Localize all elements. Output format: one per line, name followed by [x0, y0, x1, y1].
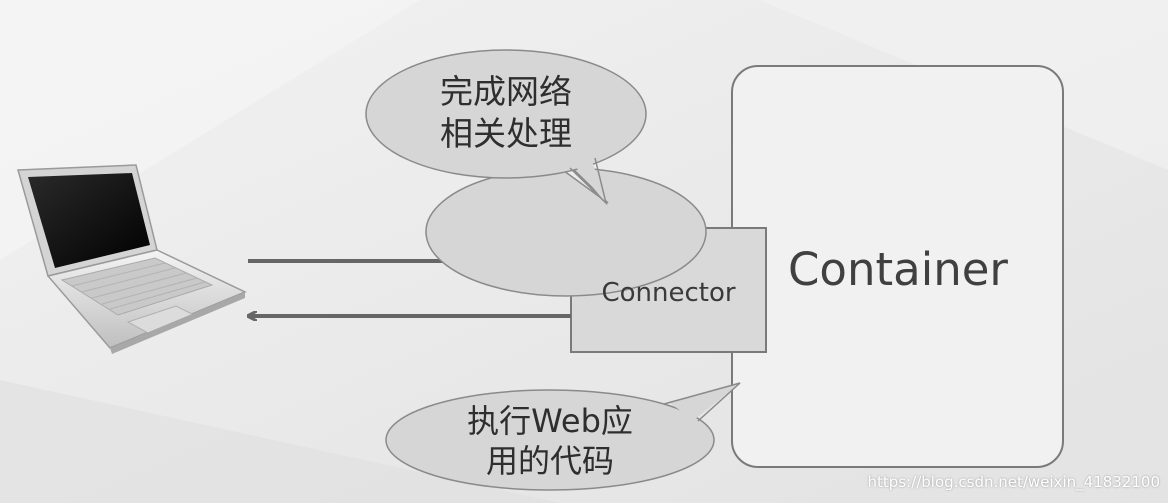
top-bubble-tail-outline	[569, 157, 608, 206]
bottom-bubble-tail	[668, 383, 740, 420]
container-label: Container	[788, 243, 1008, 296]
top-speech-bubble	[425, 167, 707, 297]
laptop-icon	[17, 164, 247, 354]
bottom-bubble-line-1: 执行Web应	[467, 402, 633, 440]
top-bubble-line-1: 完成网络	[440, 72, 572, 111]
bottom-bubble-line-2: 用的代码	[485, 442, 614, 480]
bottom-bubble-body	[385, 389, 715, 491]
connector-label: Connector	[601, 278, 736, 308]
watermark-url: https://blog.csdn.net/weixin_41832100	[867, 473, 1160, 491]
bottom-bubble-tail-outline	[663, 382, 741, 422]
top-bubble-tail	[570, 155, 606, 203]
top-bubble-body	[365, 49, 647, 179]
bg-facet	[0, 380, 560, 503]
top-bubble-line-2: 相关处理	[440, 114, 572, 153]
